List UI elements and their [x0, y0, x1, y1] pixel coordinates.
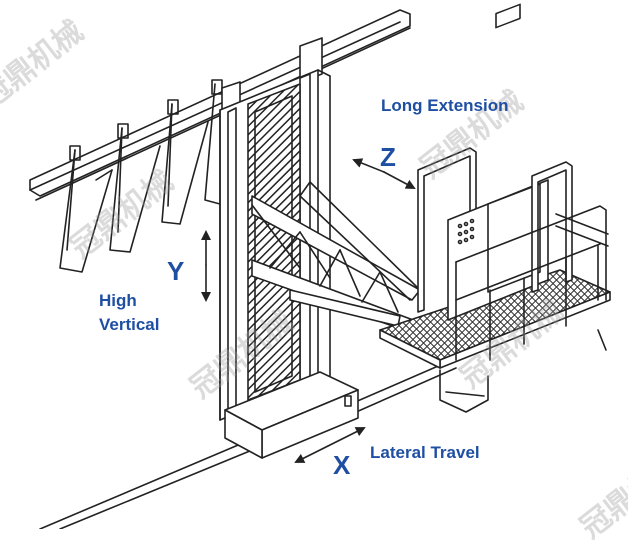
z-axis-label: Z	[380, 142, 396, 172]
machine-illustration	[29, 3, 611, 529]
y-axis-label: Y	[167, 256, 185, 286]
y-caption-line2: Vertical	[99, 315, 160, 334]
x-axis-arrow	[294, 427, 366, 463]
vertical-mast	[219, 69, 331, 421]
overhead-hooks	[59, 79, 239, 273]
z-axis-arrow	[352, 158, 416, 189]
y-caption-line1: High	[99, 291, 137, 310]
keypad	[457, 218, 475, 245]
x-caption: Lateral Travel	[370, 443, 480, 462]
work-platform	[379, 3, 611, 413]
z-caption: Long Extension	[381, 96, 509, 115]
extension-truss	[251, 181, 441, 341]
base-carriage	[224, 371, 359, 459]
x-axis-label: X	[333, 450, 351, 480]
